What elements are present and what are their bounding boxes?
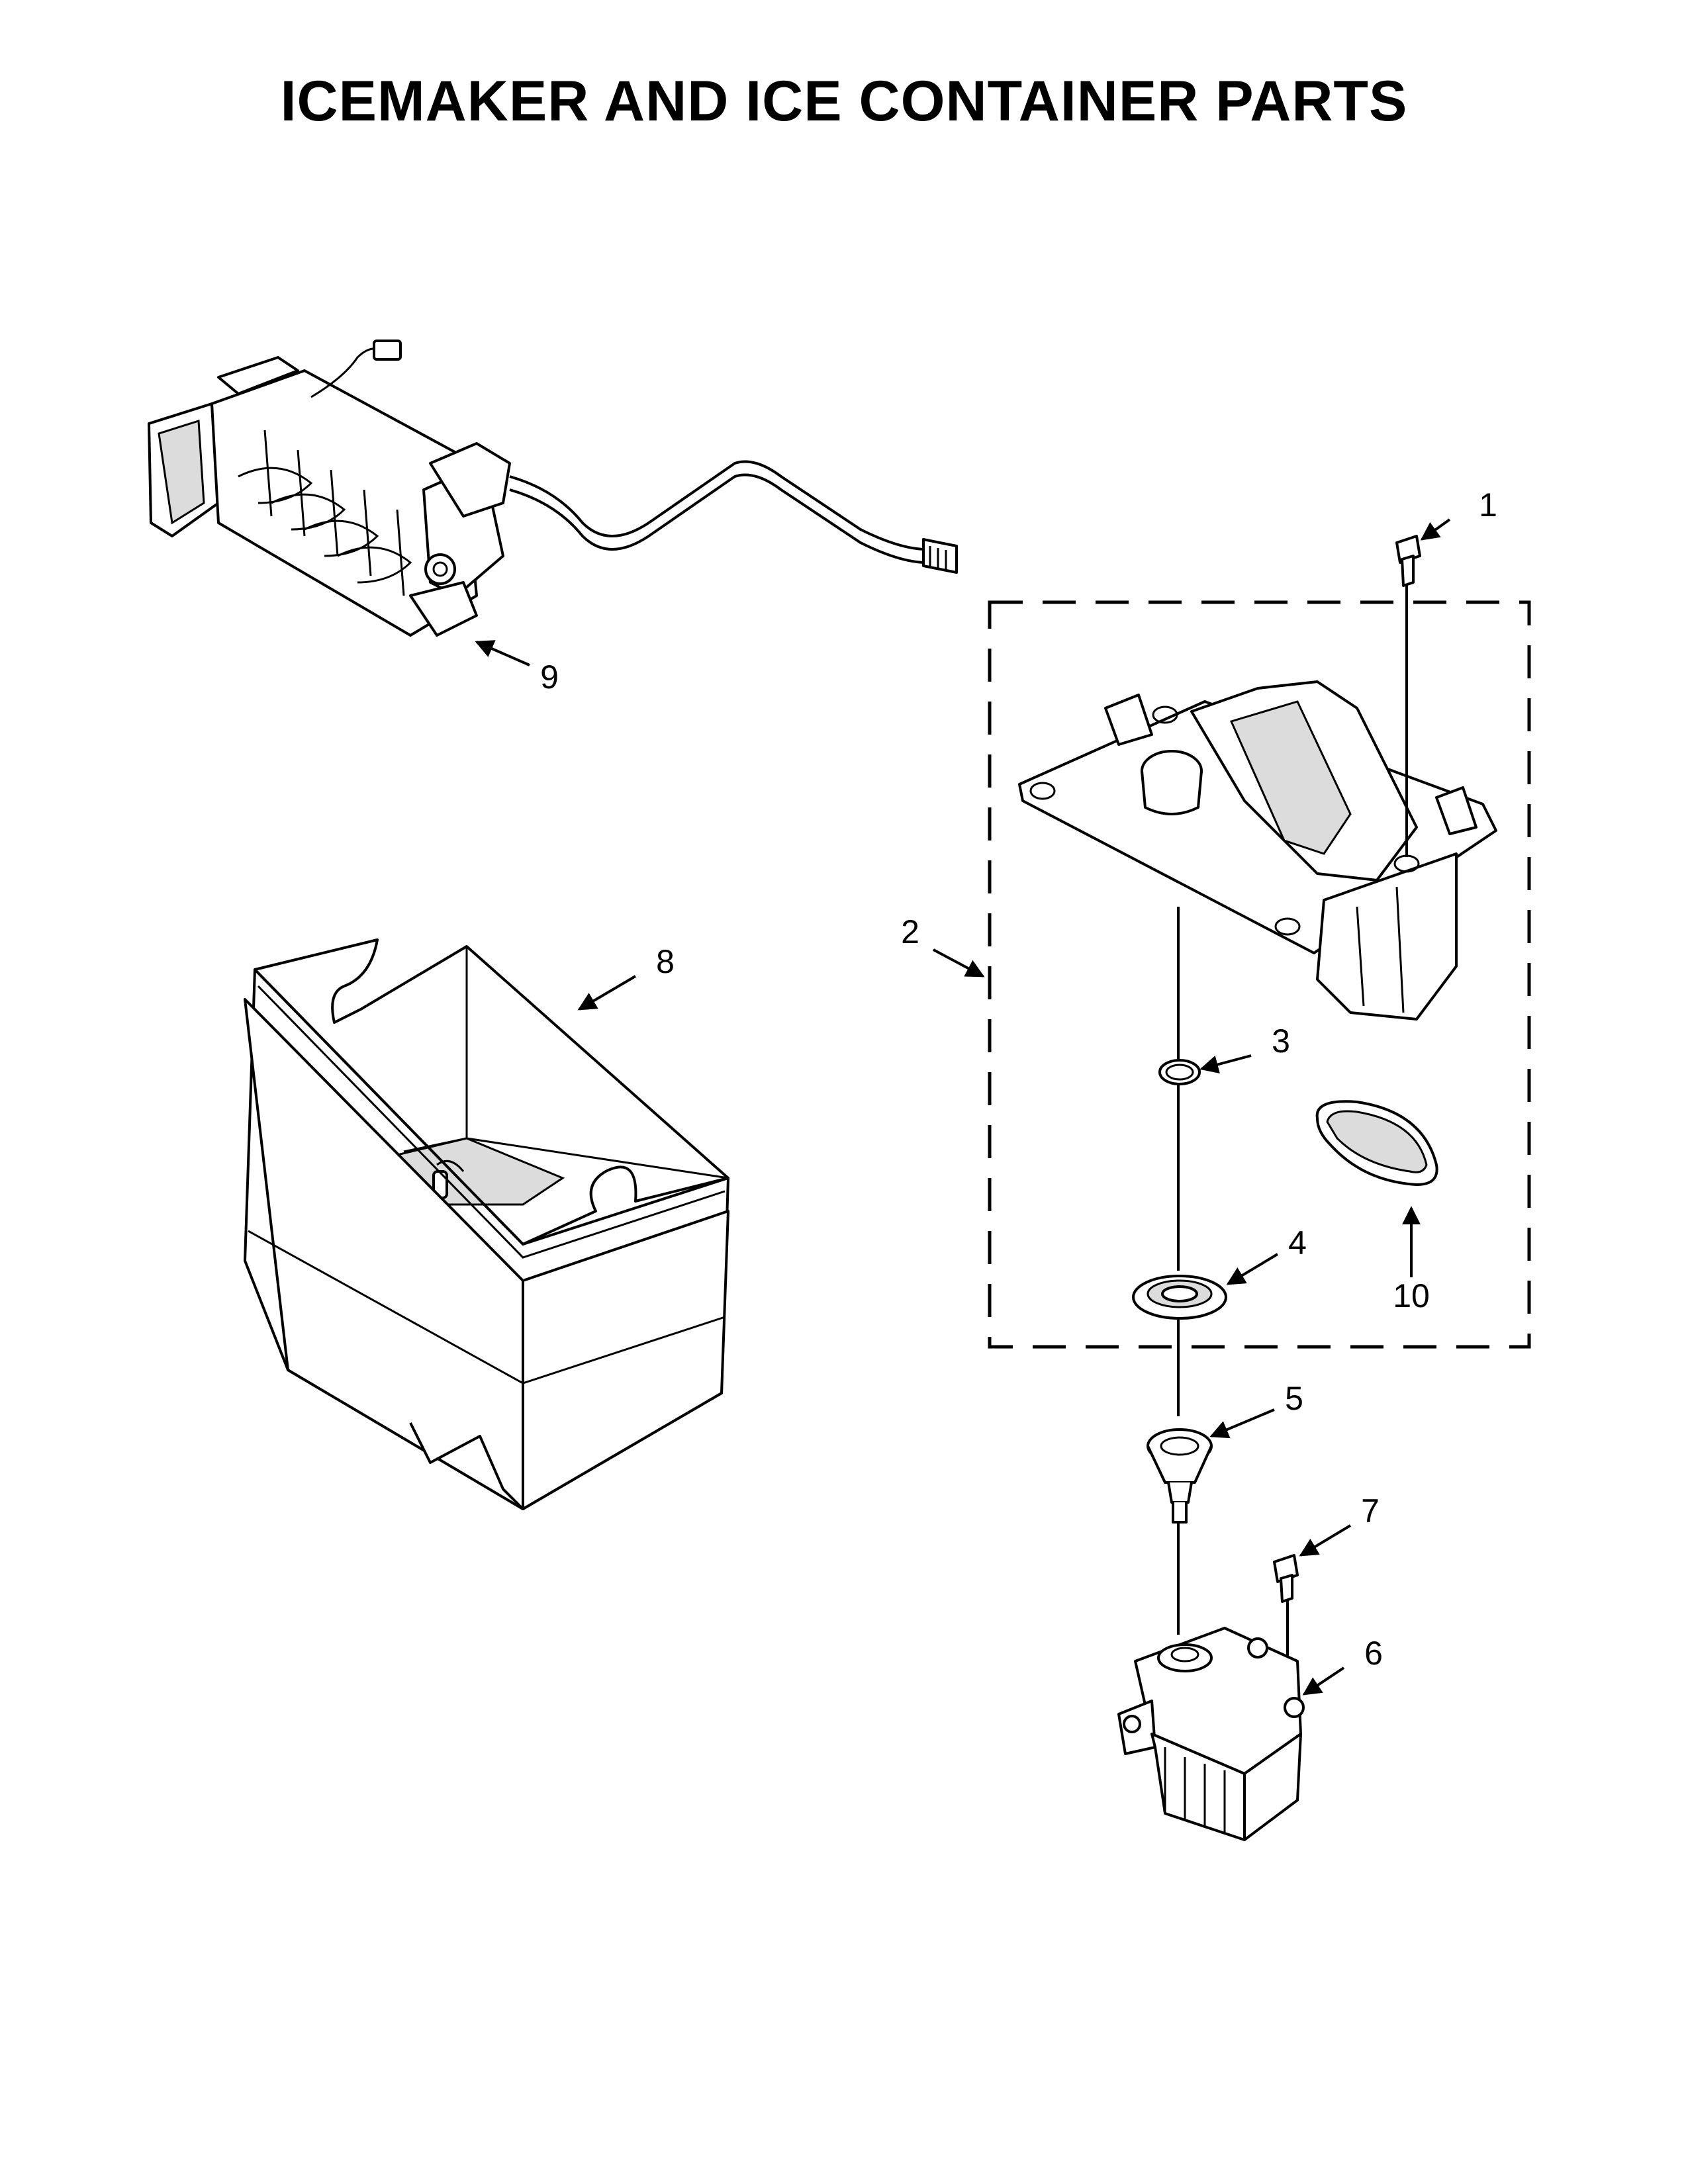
leader-2	[933, 948, 985, 978]
screw-part-1[interactable]	[1395, 535, 1421, 587]
ring-part-3[interactable]	[1158, 1059, 1201, 1085]
leader-3	[1199, 1054, 1252, 1074]
callout-10: 10	[1393, 1277, 1430, 1314]
callout-numbers: 1 2 3 4 5 6 7 8 9 10	[540, 486, 1497, 1672]
callout-leaders	[475, 518, 1451, 1696]
callout-6: 6	[1364, 1635, 1383, 1672]
screw-part-7[interactable]	[1273, 1554, 1299, 1603]
gasket-part-10[interactable]	[1315, 1100, 1438, 1186]
leader-6	[1302, 1666, 1345, 1696]
leader-4	[1226, 1253, 1279, 1285]
bearing-part-4[interactable]	[1132, 1275, 1227, 1320]
leader-5	[1209, 1408, 1275, 1439]
chute-housing-part-2[interactable]	[1018, 680, 1497, 1021]
callout-5: 5	[1285, 1380, 1303, 1417]
page-title: ICEMAKER AND ICE CONTAINER PARTS	[280, 69, 1408, 133]
assembly-boundary-part-2	[988, 600, 1531, 1349]
leader-1	[1420, 518, 1451, 541]
leader-8	[577, 975, 637, 1011]
callout-1: 1	[1479, 486, 1497, 523]
icemaker-part-9[interactable]	[148, 340, 958, 637]
callout-9: 9	[540, 659, 559, 696]
coupler-part-5[interactable]	[1147, 1428, 1213, 1524]
auger-motor-part-6[interactable]	[1117, 1627, 1305, 1841]
callout-3: 3	[1272, 1023, 1290, 1060]
leader-7	[1299, 1524, 1352, 1557]
ice-container-part-8[interactable]	[244, 938, 729, 1510]
callout-4: 4	[1288, 1224, 1307, 1261]
leader-9	[475, 640, 530, 666]
callout-8: 8	[656, 943, 675, 980]
callout-2: 2	[901, 913, 919, 950]
callout-7: 7	[1361, 1492, 1380, 1529]
